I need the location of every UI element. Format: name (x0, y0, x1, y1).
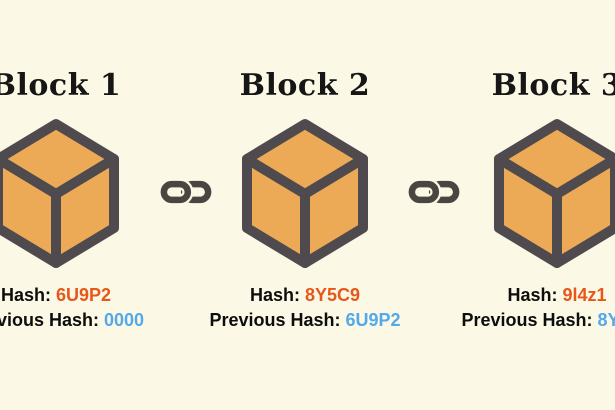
previous-hash-value: 0000 (104, 310, 145, 330)
hash-row: Hash:6U9P2 (0, 283, 246, 308)
previous-hash-label: Previous Hash: (0, 310, 99, 330)
chain-link-icon (406, 178, 460, 206)
hash-label: Hash: (249, 285, 300, 305)
hash-value: 6U9P2 (55, 285, 112, 305)
block-1-column: Block 1 Hash:6U9P2 Previous Hash:0000 (0, 0, 186, 410)
previous-hash-label: Previous Hash: (209, 310, 341, 330)
block-1-title: Block 1 (0, 68, 122, 103)
previous-hash-value: 6U9P2 (345, 310, 401, 330)
cube-icon (242, 118, 368, 268)
block-3-column: Block 3 Hash:9l4z1 Previous Hash:8Y5C9 (427, 0, 615, 410)
hash-value: 8Y5C9 (304, 285, 361, 305)
previous-hash-value: 8Y5C9 (597, 310, 615, 330)
previous-hash-label: Previous Hash: (461, 310, 593, 330)
previous-hash-row: Previous Hash:0000 (0, 308, 246, 333)
cube-icon (0, 118, 119, 268)
hash-row: Hash:9l4z1 (367, 283, 615, 308)
hash-label: Hash: (507, 285, 558, 305)
chain-link-icon (158, 178, 212, 206)
previous-hash-row: Previous Hash:6U9P2 (115, 308, 495, 333)
hash-label: Hash: (0, 285, 51, 305)
block-1-hashes: Hash:6U9P2 Previous Hash:0000 (0, 283, 246, 333)
block-3-title: Block 3 (491, 68, 615, 103)
hash-value: 9l4z1 (562, 285, 607, 305)
previous-hash-row: Previous Hash:8Y5C9 (367, 308, 615, 333)
block-2-column: Block 2 Hash:8Y5C9 Previous Hash:6U9P2 (175, 0, 435, 410)
block-2-title: Block 2 (239, 68, 371, 103)
hash-row: Hash:8Y5C9 (115, 283, 495, 308)
block-3-hashes: Hash:9l4z1 Previous Hash:8Y5C9 (367, 283, 615, 333)
cube-icon (494, 118, 615, 268)
block-2-hashes: Hash:8Y5C9 Previous Hash:6U9P2 (115, 283, 495, 333)
